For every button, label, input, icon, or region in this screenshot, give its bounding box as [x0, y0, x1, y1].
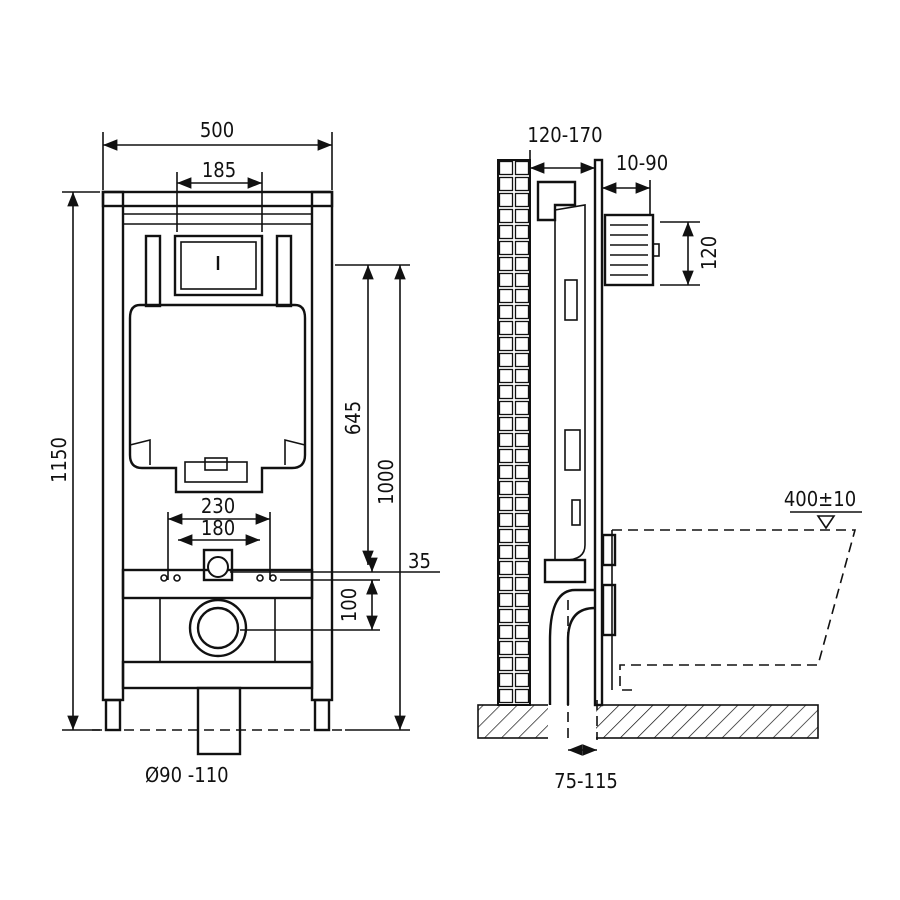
- flush-button-plate: [173, 234, 264, 297]
- side-view: 120-170 10-90 120 400±10 75-115: [477, 123, 862, 793]
- dimensions-side: [529, 150, 862, 756]
- dim-drain-distance: 75-115: [554, 769, 618, 793]
- dim-height-1150: 1150: [47, 437, 71, 483]
- outlet-and-bolts: [160, 548, 277, 756]
- flush-button-side: [603, 213, 660, 287]
- front-view: 500 185 1150 645 1000 230 180 35 100 Ø90…: [47, 118, 440, 787]
- cistern: [128, 234, 307, 494]
- dimensions-front: [62, 132, 440, 731]
- dim-width-500: 500: [200, 118, 234, 142]
- front-panel: [593, 158, 604, 707]
- dim-seat-height: 400±10: [784, 487, 856, 511]
- frame: [101, 190, 334, 732]
- dim-bolts-230: 230: [201, 494, 235, 518]
- dim-button-width: 185: [202, 158, 236, 182]
- dim-bolts-180: 180: [201, 516, 235, 540]
- dim-wall-depth: 120-170: [527, 123, 602, 147]
- floor-hatch: [477, 704, 819, 739]
- tiled-wall: [497, 159, 531, 706]
- dim-outlet-645: 645: [341, 401, 365, 435]
- dim-drain-diameter: Ø90 -110: [145, 763, 229, 787]
- dim-button-depth: 10-90: [616, 151, 668, 175]
- frame-side: [536, 180, 598, 740]
- dim-offset-35: 35: [408, 549, 431, 573]
- dim-drain-100: 100: [337, 588, 361, 622]
- toilet-bowl-outline: [601, 529, 857, 691]
- dim-button-height: 120: [697, 236, 721, 270]
- dim-frame-1000: 1000: [374, 459, 398, 505]
